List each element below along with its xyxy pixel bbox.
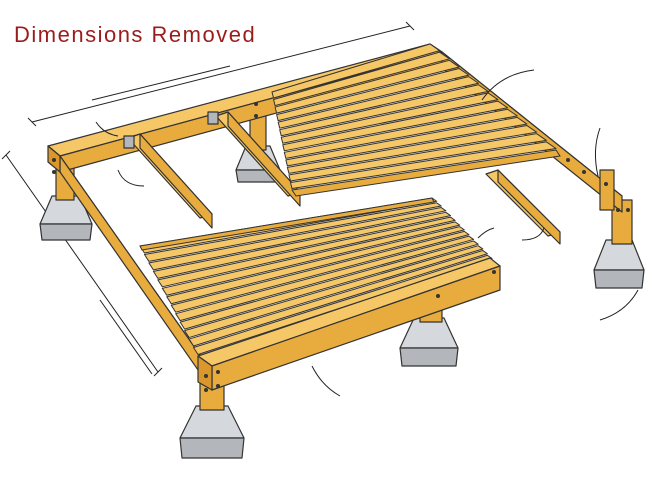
lower-board-9 xyxy=(175,235,475,322)
lower-board-4 xyxy=(152,211,451,279)
leader-lines xyxy=(95,69,639,397)
lower-board-2 xyxy=(143,202,442,262)
lower-board-10 xyxy=(179,240,479,330)
upper-board-10 xyxy=(285,116,528,167)
pier-front-middle xyxy=(399,317,459,367)
lower-board-8 xyxy=(170,230,470,313)
left-rim-joist xyxy=(47,145,213,391)
deck-boards-lower xyxy=(139,197,493,355)
upper-board-1 xyxy=(271,43,441,99)
upper-boards-edge xyxy=(291,149,561,197)
upper-board-5 xyxy=(277,76,479,129)
dimensions-removed-label: Dimensions Removed xyxy=(14,22,257,47)
joist-hanger-2 xyxy=(207,111,219,125)
dimension-lines xyxy=(1,21,415,377)
front-rim-joist xyxy=(197,257,501,391)
upper-board-6 xyxy=(279,84,489,137)
pier-right xyxy=(593,239,645,289)
lower-board-6 xyxy=(161,221,461,296)
pier-back-left xyxy=(39,195,93,241)
lower-board-13 xyxy=(193,254,493,355)
upper-board-13 xyxy=(289,141,557,189)
beam-end-block xyxy=(599,169,615,211)
lower-board-12 xyxy=(188,249,488,347)
lower-boards-edge xyxy=(139,197,435,251)
upper-board-8 xyxy=(282,100,509,152)
lower-board-11 xyxy=(184,245,484,339)
upper-board-11 xyxy=(286,125,538,174)
bolts xyxy=(52,102,630,392)
joist-1 xyxy=(127,133,213,229)
lower-board-5 xyxy=(157,216,456,288)
lower-board-3 xyxy=(148,207,447,271)
lower-board-7 xyxy=(166,226,465,305)
upper-board-4 xyxy=(276,67,470,122)
upper-board-12 xyxy=(288,133,547,182)
deck-boards-upper xyxy=(271,43,561,197)
upper-board-9 xyxy=(283,108,518,159)
exposed-joists xyxy=(123,111,301,229)
joist-hanger-1 xyxy=(123,135,135,149)
pier-front-left xyxy=(179,405,245,459)
joist-2 xyxy=(215,111,301,207)
upper-board-7 xyxy=(280,92,499,144)
upper-board-2 xyxy=(273,51,450,107)
right-under-joists xyxy=(485,169,561,245)
upper-board-3 xyxy=(274,59,460,114)
